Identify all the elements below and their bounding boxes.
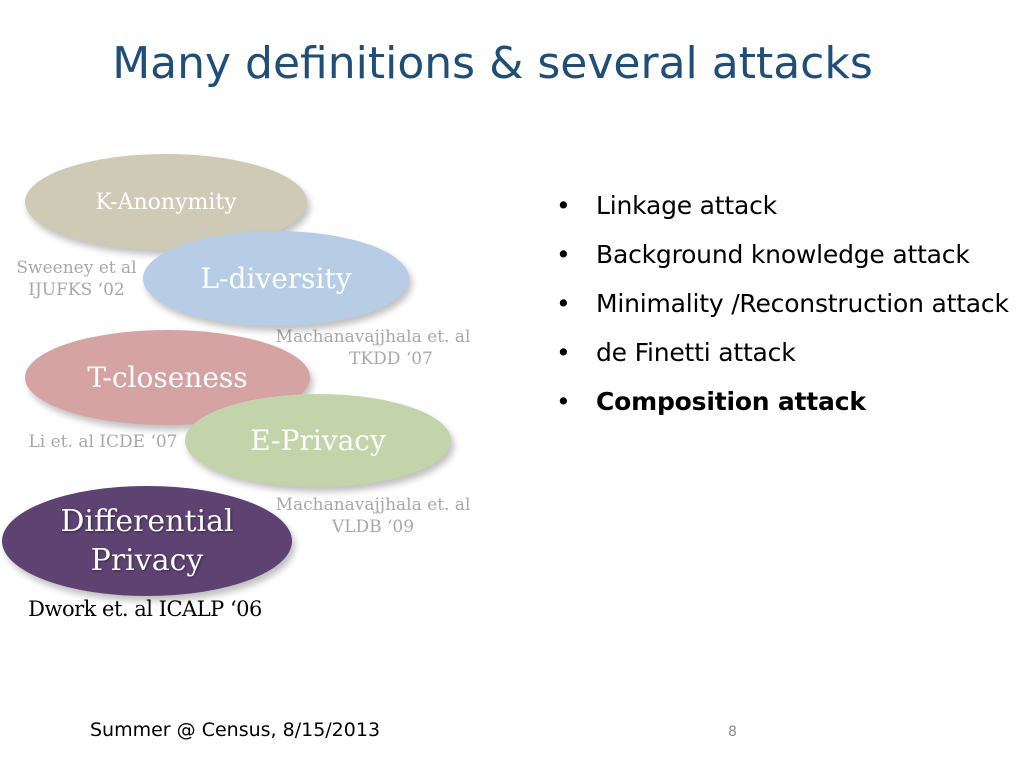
differential-privacy-oval: Differential Privacy bbox=[2, 486, 292, 596]
attack-list-item: • Linkage attack bbox=[556, 186, 1021, 226]
bullet-marker: • bbox=[556, 289, 571, 318]
page-number: 8 bbox=[728, 724, 737, 740]
sweeney-citation-venue: IJUFKS ‘02 bbox=[28, 280, 125, 300]
bullet-marker: • bbox=[556, 338, 571, 367]
bullet-marker: • bbox=[556, 191, 571, 220]
attack-label: Background knowledge attack bbox=[596, 240, 970, 269]
attack-label: Linkage attack bbox=[596, 191, 777, 220]
l-diversity-label: L-diversity bbox=[200, 262, 352, 295]
machanavajjhala-vldb-citation: Machanavajjhala et. al VLDB ‘09 bbox=[264, 494, 482, 538]
slide-title: Many definitions & several attacks bbox=[112, 38, 873, 89]
machanavajjhala-vldb-venue: VLDB ‘09 bbox=[331, 517, 415, 537]
sweeney-citation-authors: Sweeney et al bbox=[16, 258, 137, 278]
attack-list: • Linkage attack • Background knowledge … bbox=[556, 186, 1021, 431]
attack-list-item: • Background knowledge attack bbox=[556, 235, 1021, 275]
e-privacy-label: E-Privacy bbox=[250, 424, 386, 457]
e-privacy-oval: E-Privacy bbox=[185, 394, 451, 487]
footer-text: Summer @ Census, 8/15/2013 bbox=[90, 719, 381, 741]
attack-label: Composition attack bbox=[596, 387, 866, 416]
attack-list-item: • de Finetti attack bbox=[556, 333, 1021, 373]
t-closeness-label: T-closeness bbox=[87, 361, 248, 394]
bullet-marker: • bbox=[556, 387, 571, 416]
machanavajjhala-tkdd-authors: Machanavajjhala et. al bbox=[275, 327, 471, 347]
sweeney-citation: Sweeney et al IJUFKS ‘02 bbox=[4, 257, 149, 301]
k-anonymity-oval: K-Anonymity bbox=[25, 154, 307, 250]
l-diversity-oval: L-diversity bbox=[143, 231, 409, 326]
dwork-icalp-citation: Dwork et. al ICALP ‘06 bbox=[28, 597, 262, 621]
differential-privacy-label-line2: Privacy bbox=[90, 543, 204, 578]
machanavajjhala-vldb-authors: Machanavajjhala et. al bbox=[275, 495, 471, 515]
machanavajjhala-tkdd-citation: Machanavajjhala et. al TKDD ‘07 bbox=[264, 326, 482, 370]
attack-label: Minimality /Reconstruction attack bbox=[596, 289, 1009, 318]
k-anonymity-label: K-Anonymity bbox=[95, 189, 237, 215]
bullet-marker: • bbox=[556, 240, 571, 269]
differential-privacy-label-line1: Differential bbox=[60, 504, 234, 539]
li-icde-citation: Li et. al ICDE ‘07 bbox=[28, 432, 178, 452]
attack-list-item: • Minimality /Reconstruction attack bbox=[556, 284, 1021, 324]
attack-label: de Finetti attack bbox=[596, 338, 796, 367]
machanavajjhala-tkdd-venue: TKDD ‘07 bbox=[349, 349, 433, 369]
attack-list-item-highlighted: • Composition attack bbox=[556, 382, 1021, 422]
